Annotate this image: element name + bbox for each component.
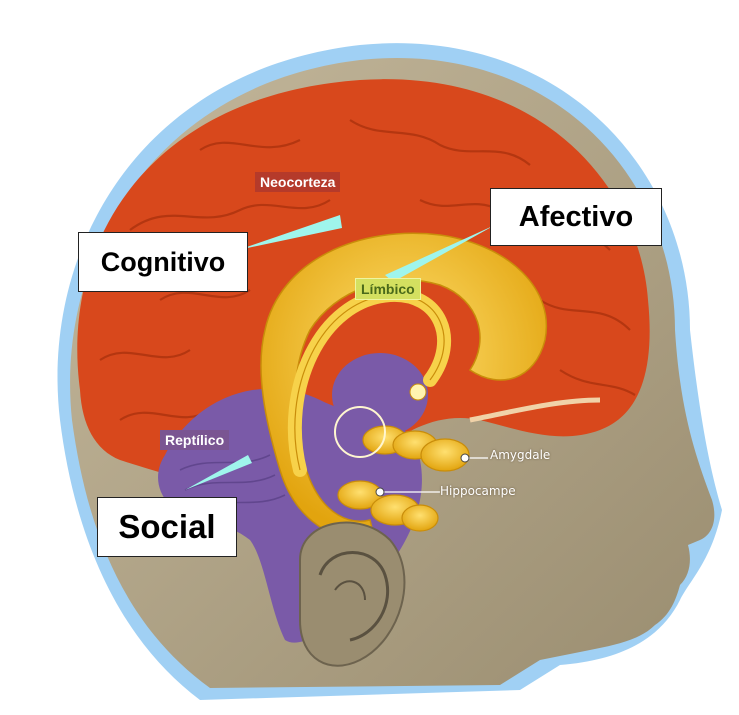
neocorteza-tag: Neocorteza [255, 172, 340, 192]
mammillary-body [410, 384, 426, 400]
reptilico-tag: Reptílico [160, 430, 229, 450]
social-callout: Social [97, 497, 237, 557]
cognitivo-callout: Cognitivo [78, 232, 248, 292]
hippocampe-label: Hippocampe [440, 484, 516, 498]
circle-marker-icon [376, 488, 384, 496]
amygdale-label: Amygdale [490, 448, 550, 462]
circle-marker-icon [461, 454, 469, 462]
afectivo-callout: Afectivo [490, 188, 662, 246]
limbico-tag: Límbico [355, 278, 421, 300]
